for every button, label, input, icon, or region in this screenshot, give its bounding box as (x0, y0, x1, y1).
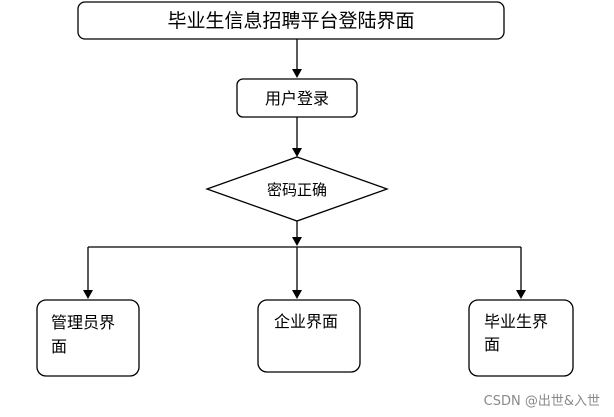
arrowhead-decision (292, 148, 302, 157)
arrowhead-enterprise (292, 290, 302, 299)
admin-label-line1: 管理员界 (51, 313, 115, 332)
title-node: 毕业生信息招聘平台登陆界面 (77, 1, 505, 40)
graduate-box (468, 299, 574, 377)
login-node: 用户登录 (236, 78, 358, 118)
watermark: CSDN @出世&入世 (483, 394, 600, 409)
enterprise-label: 企业界面 (274, 312, 338, 331)
graduate-node: 毕业生界 面 (468, 299, 574, 377)
arrowhead-admin (83, 290, 93, 299)
decision-node: 密码正确 (205, 156, 389, 222)
arrowhead-graduate (516, 290, 526, 299)
enterprise-node: 企业界面 (257, 299, 361, 373)
login-label: 用户登录 (265, 89, 329, 108)
admin-box (36, 299, 140, 377)
graduate-label-line2: 面 (484, 335, 500, 354)
graduate-label-line1: 毕业生界 (484, 312, 548, 331)
admin-label-line2: 面 (51, 337, 67, 356)
arrowhead-login (292, 69, 302, 78)
decision-label: 密码正确 (267, 181, 327, 199)
title-label: 毕业生信息招聘平台登陆界面 (167, 10, 414, 32)
enterprise-box (257, 299, 361, 373)
arrowhead-branch (292, 237, 302, 246)
title-box (77, 1, 505, 40)
admin-node: 管理员界 面 (36, 299, 140, 377)
